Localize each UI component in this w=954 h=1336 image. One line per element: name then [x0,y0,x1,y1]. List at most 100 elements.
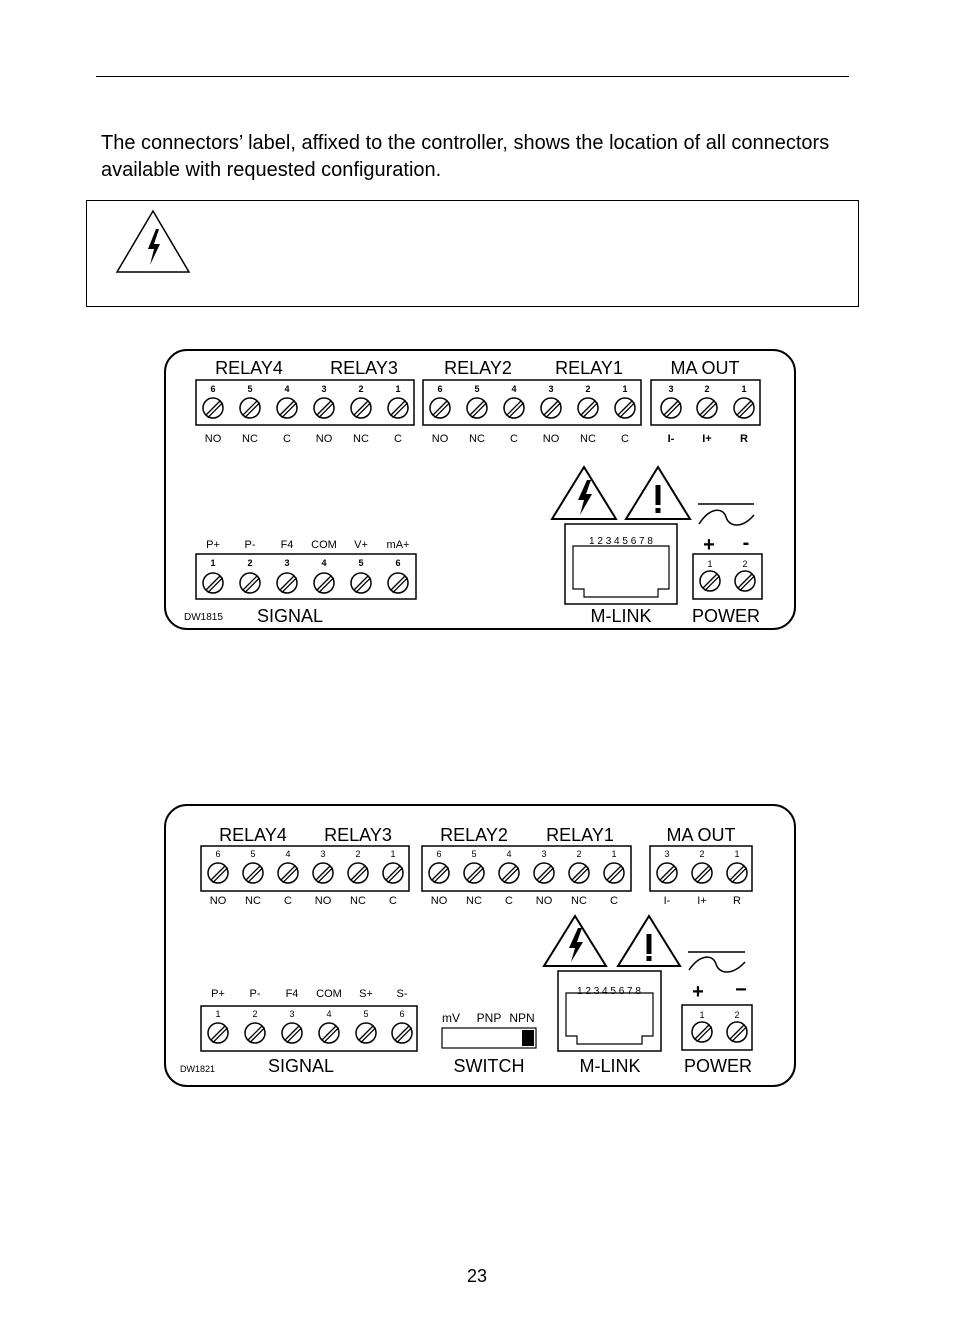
signal-terminal-label: COM [316,988,342,1000]
terminal-screw-icon [277,862,299,884]
power-title: POWER [684,1056,752,1076]
ma-terminal-number: 1 [734,849,739,859]
warning-box [86,200,859,307]
relay-terminal-number: 1 [390,849,395,859]
power-terminal-block [681,1004,753,1051]
terminal-screw-icon [244,1022,266,1044]
terminal-screw-icon [466,397,488,419]
relay-terminal-label: C [505,895,513,907]
relay-terminal-number: 2 [585,384,590,394]
terminal-screw-icon [350,572,372,594]
relay-terminal-number: 2 [576,849,581,859]
ma-terminal-label: I- [664,895,671,907]
terminal-screw-icon [281,1022,303,1044]
ac-wave-icon [688,956,746,973]
terminal-screw-icon [603,862,625,884]
header-ma-out: MA OUT [670,358,739,378]
terminal-screw-icon [733,397,755,419]
header-relay2: RELAY2 [440,825,508,845]
relay-terminal-number: 1 [611,849,616,859]
relay-terminal-label: C [394,433,402,445]
terminal-screw-icon [350,397,372,419]
relay-terminal-number: 3 [320,849,325,859]
signal-terminal-number: 5 [358,558,363,568]
terminal-screw-icon [463,862,485,884]
terminal-screw-icon [656,862,678,884]
m-link-title: M-LINK [590,606,651,626]
terminal-screw-icon [207,862,229,884]
power-minus-label: − [735,979,747,1001]
relay-terminal-label: C [610,895,618,907]
terminal-screw-icon [202,572,224,594]
signal-terminal-number: 3 [289,1009,294,1019]
relay-terminal-number: 4 [511,384,516,394]
terminal-screw-icon [503,397,525,419]
signal-terminal-number: 2 [252,1009,257,1019]
caution-icon [616,914,682,967]
signal-terminal-number: 4 [321,558,326,568]
relay43-terminal-block [195,379,415,426]
label-code: DW1815 [184,612,223,623]
terminal-screw-icon [691,1021,713,1043]
signal-terminal-label: P+ [211,988,225,1000]
power-terminal-number: 1 [707,559,712,569]
terminal-screw-icon [726,862,748,884]
m-link-connector [564,523,678,605]
power-title: POWER [692,606,760,626]
power-minus-label: - [743,532,750,554]
power-terminal-number: 2 [734,1010,739,1020]
relay-terminal-label: NC [580,433,596,445]
terminal-screw-icon [734,570,756,592]
relay-terminal-number: 2 [358,384,363,394]
relay-terminal-number: 6 [437,384,442,394]
terminal-screw-icon [391,1022,413,1044]
power-plus-label: + [703,534,715,556]
switch-label-pnp: PNP [477,1011,502,1025]
m-link-title: M-LINK [579,1056,640,1076]
terminal-screw-icon [691,862,713,884]
terminal-screw-icon [239,572,261,594]
ma-terminal-label: I+ [697,895,706,907]
signal-terminal-block [200,1005,418,1052]
terminal-screw-icon [242,862,264,884]
ma-terminal-label: I- [668,433,675,445]
terminal-screw-icon [355,1022,377,1044]
signal-terminal-block [195,553,417,600]
header-relay4: RELAY4 [219,825,287,845]
relay-terminal-label: NC [350,895,366,907]
relay-terminal-label: C [389,895,397,907]
rj45-pin-numbers: 1 2 3 4 5 6 7 8 [577,986,641,997]
mode-switch[interactable] [441,1027,537,1049]
relay-terminal-label: NO [315,895,332,907]
terminal-screw-icon [207,1022,229,1044]
relay-terminal-label: NC [353,433,369,445]
caution-icon [624,465,692,520]
terminal-screw-icon [428,862,450,884]
terminal-screw-icon [429,397,451,419]
ac-wave-icon [698,509,755,526]
mode-switch-knob[interactable] [522,1030,534,1046]
relay-terminal-label: NO [316,433,333,445]
terminal-screw-icon [696,397,718,419]
signal-title: SIGNAL [268,1056,334,1076]
ma-out-terminal-block [649,845,753,892]
signal-terminal-label: F4 [286,988,299,1000]
terminal-screw-icon [614,397,636,419]
signal-title: SIGNAL [257,606,323,626]
relay-terminal-number: 3 [321,384,326,394]
terminal-screw-icon [382,862,404,884]
rj45-pin-numbers: 1 2 3 4 5 6 7 8 [589,536,653,547]
high-voltage-icon [542,914,608,967]
terminal-screw-icon [577,397,599,419]
header-relay3: RELAY3 [330,358,398,378]
signal-terminal-label: V+ [354,539,368,551]
signal-terminal-number: 6 [395,558,400,568]
relay-terminal-label: C [283,433,291,445]
header-relay1: RELAY1 [546,825,614,845]
relay-terminal-number: 5 [250,849,255,859]
label-code: DW1821 [180,1064,215,1074]
signal-terminal-number: 5 [363,1009,368,1019]
signal-terminal-number: 1 [215,1009,220,1019]
terminal-screw-icon [202,397,224,419]
